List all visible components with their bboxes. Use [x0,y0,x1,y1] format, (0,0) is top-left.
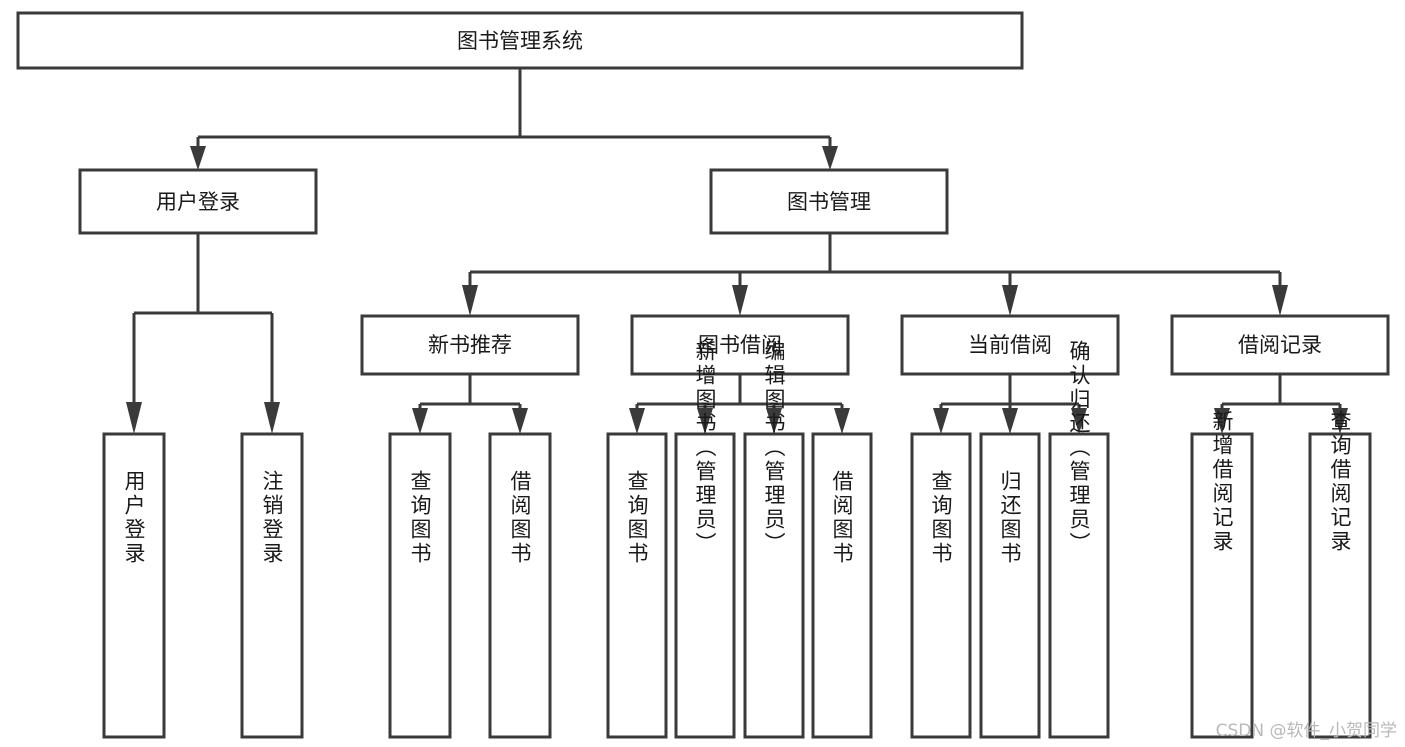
node-book-borrow-label: 图书借阅 [698,333,782,357]
leaf-add-book-label: 新增图书（管理员） [693,340,717,556]
arrowhead-leaf-query-book-1 [412,408,428,434]
leaf-confirm-return-label: 确认归还（管理员） [1067,340,1091,556]
leaf-user-login-label: 用户登录 [122,470,146,566]
leaf-confirm-return-box[interactable] [1048,432,1110,739]
arrowhead-user-login [190,146,206,170]
node-book-borrow-box[interactable] [630,314,850,376]
arrowhead-leaf-add-record [1214,408,1230,434]
leaf-borrow-book-2-box[interactable] [811,432,873,739]
leaf-node-layer [102,432,1372,739]
node-current-borrow[interactable]: 当前借阅 [900,314,1120,376]
leaf-borrow-book-1-box[interactable] [488,432,552,739]
leaf-borrow-book-1-label: 借阅图书 [508,470,532,566]
arrowhead-book-manage [822,146,838,170]
node-user-login-label: 用户登录 [156,190,240,214]
node-current-borrow-box[interactable] [900,314,1120,376]
leaf-query-book-2-box[interactable] [606,432,668,739]
arrowhead-leaf-query-book-3 [933,408,949,434]
connector-layer [126,68,1348,434]
arrowhead-leaf-return-book [1002,408,1018,434]
arrowhead-leaf-borrow-book-2 [834,408,850,434]
node-new-book-recommend-label: 新书推荐 [428,333,512,357]
node-user-login[interactable]: 用户登录 [78,168,318,235]
leaf-query-book-2-label: 查询图书 [625,470,649,566]
arrowhead-leaf-add-book [697,408,713,434]
node-root[interactable]: 图书管理系统 [16,11,1024,70]
arrowhead-leaf-query-record [1332,408,1348,434]
leaf-borrow-book-2-label: 借阅图书 [830,470,854,566]
node-borrow-record-box[interactable] [1170,314,1390,376]
node-borrow-record-label: 借阅记录 [1238,333,1322,357]
arrowhead-leaf-user-logout [264,402,280,434]
arrowhead-borrow-record [1272,285,1288,316]
leaf-add-record-box[interactable] [1190,432,1254,739]
node-new-book-recommend[interactable]: 新书推荐 [360,314,580,376]
leaf-edit-book-box[interactable] [743,432,805,739]
leaf-user-logout-label: 注销登录 [260,470,284,566]
leaf-query-record-label: 查询借阅记录 [1328,410,1352,554]
node-new-book-recommend-box[interactable] [360,314,580,376]
leaf-query-record-box[interactable] [1308,432,1372,739]
leaf-add-book-box[interactable] [674,432,736,739]
leaf-query-book-1-label: 查询图书 [408,470,432,566]
leaf-label-layer: 用户登录 注销登录 查询图书 借阅图书 查询图书 新增图书（管理员） 编辑图书（… [122,340,1352,566]
node-root-box[interactable] [16,11,1024,70]
arrowhead-leaf-query-book-2 [629,408,645,434]
leaf-add-record-label: 新增借阅记录 [1210,410,1234,554]
arrowhead-leaf-confirm-return [1071,408,1087,434]
leaf-return-book-label: 归还图书 [998,470,1022,566]
arrowhead-new-book-recommend [462,285,478,316]
leaf-user-logout-box[interactable] [240,432,304,739]
node-book-manage-box[interactable] [709,168,949,235]
node-current-borrow-label: 当前借阅 [968,333,1052,357]
leaf-query-book-1-box[interactable] [388,432,452,739]
leaf-query-book-3-box[interactable] [910,432,972,739]
leaf-edit-book-label: 编辑图书（管理员） [762,340,786,556]
node-user-login-box[interactable] [78,168,318,235]
leaf-return-book-box[interactable] [979,432,1041,739]
node-root-label: 图书管理系统 [457,29,583,53]
node-book-manage[interactable]: 图书管理 [709,168,949,235]
arrowhead-leaf-edit-book [766,408,782,434]
arrowhead-book-borrow [732,285,748,316]
node-borrow-record[interactable]: 借阅记录 [1170,314,1390,376]
leaf-user-login-box[interactable] [102,432,166,739]
node-book-manage-label: 图书管理 [787,190,871,214]
arrowhead-leaf-user-login [126,402,142,434]
leaf-query-book-3-label: 查询图书 [929,470,953,566]
node-book-borrow[interactable]: 图书借阅 [630,314,850,376]
arrowhead-leaf-borrow-book-1 [512,408,528,434]
arrowhead-current-borrow [1002,285,1018,316]
